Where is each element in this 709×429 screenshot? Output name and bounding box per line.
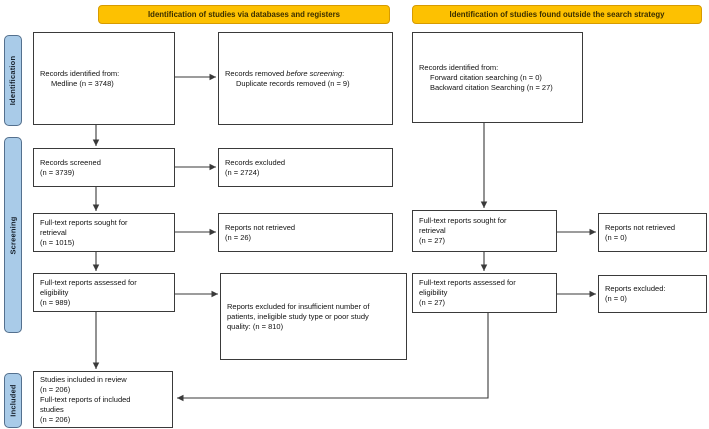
box-text-line: eligibility (40, 287, 69, 297)
box-text-segment-italic: before screening (286, 68, 343, 78)
box-text-line: (n = 0) (605, 294, 627, 303)
box-text-line: (n = 989) (40, 297, 71, 307)
box-text-line: patients, ineligible study type or poor … (227, 311, 369, 321)
banner-outside-search: Identification of studies found outside … (412, 5, 702, 24)
box-records-identified-citation: Records identified from: Forward citatio… (412, 32, 583, 123)
box-text-line: (n = 206) (40, 384, 71, 394)
box-text-line: Full-text reports sought for (419, 216, 507, 225)
box-text-line: Reports not retrieved (225, 222, 296, 232)
box-text-line: Studies included in review (40, 374, 127, 384)
box-records-removed-before-screening: Records removed before screening: Duplic… (218, 32, 393, 125)
box-text-segment: Records removed (225, 68, 287, 78)
box-text-line: (n = 27) (419, 298, 446, 307)
box-text-line: Full-text reports assessed for (419, 278, 516, 287)
box-text-line: Reports excluded: (605, 284, 666, 293)
stage-tab-screening-label: Screening (8, 215, 18, 255)
box-text-segment: : (342, 68, 345, 78)
box-text-line: Full-text reports sought for (40, 217, 128, 227)
banner-databases-label: Identification of studies via databases … (148, 10, 340, 19)
box-reports-not-retrieved-databases: Reports not retrieved (n = 26) (218, 213, 393, 252)
banner-databases-registers: Identification of studies via databases … (98, 5, 390, 24)
box-text-line: retrieval (40, 227, 67, 237)
box-records-excluded: Records excluded (n = 2724) (218, 148, 393, 187)
box-text-line: (n = 1015) (40, 237, 75, 247)
stage-tab-identification: Identification (4, 35, 22, 126)
box-text-line: Records identified from: (419, 62, 499, 72)
box-text-line: (n = 206) (40, 414, 71, 424)
box-text-line: retrieval (419, 226, 446, 235)
box-text-line: studies (40, 404, 64, 414)
box-reports-sought-databases: Full-text reports sought for retrieval (… (33, 213, 175, 252)
box-text-line: Full-text reports assessed for (40, 277, 137, 287)
stage-tab-included: Included (4, 373, 22, 428)
box-reports-sought-citation: Full-text reports sought for retrieval (… (412, 210, 557, 252)
box-text-line: Records removed before screening: (225, 69, 388, 79)
box-reports-excluded-databases: Reports excluded for insufficient number… (220, 273, 407, 360)
box-text-line: Reports excluded for insufficient number… (227, 301, 370, 311)
stage-tab-included-label: Included (8, 384, 18, 417)
box-text-line: quality: (n = 810) (227, 321, 284, 331)
box-reports-excluded-citation: Reports excluded: (n = 0) (598, 275, 707, 313)
box-text-line: Forward citation searching (n = 0) (430, 72, 542, 82)
box-text-line: Records excluded (225, 157, 286, 167)
box-reports-assessed-databases: Full-text reports assessed for eligibili… (33, 273, 175, 312)
box-text-line: (n = 0) (605, 232, 627, 242)
box-studies-included: Studies included in review (n = 206) Ful… (33, 371, 173, 428)
box-records-screened: Records screened (n = 3739) (33, 148, 175, 187)
box-text-line: Backward citation Searching (n = 27) (430, 82, 553, 92)
box-reports-assessed-citation: Full-text reports assessed for eligibili… (412, 273, 557, 313)
box-text-line: (n = 27) (419, 236, 446, 245)
box-records-identified-databases: Records identified from: Medline (n = 37… (33, 32, 175, 125)
stage-tab-identification-label: Identification (8, 55, 18, 106)
box-text-line: Records screened (40, 157, 101, 167)
box-text-line: Duplicate records removed (n = 9) (236, 78, 350, 88)
box-text-line: Records identified from: (40, 68, 120, 78)
box-text-line: (n = 2724) (225, 167, 260, 177)
box-text-line: eligibility (419, 288, 448, 297)
banner-outside-label: Identification of studies found outside … (449, 10, 665, 19)
box-text-line: Medline (n = 3748) (51, 78, 114, 88)
box-text-line: Reports not retrieved (605, 222, 676, 232)
stage-tab-screening: Screening (4, 137, 22, 333)
box-text-line: (n = 3739) (40, 167, 75, 177)
box-text-line: (n = 26) (225, 232, 252, 242)
box-reports-not-retrieved-citation: Reports not retrieved (n = 0) (598, 213, 707, 252)
box-text-line: Full-text reports of included (40, 394, 131, 404)
